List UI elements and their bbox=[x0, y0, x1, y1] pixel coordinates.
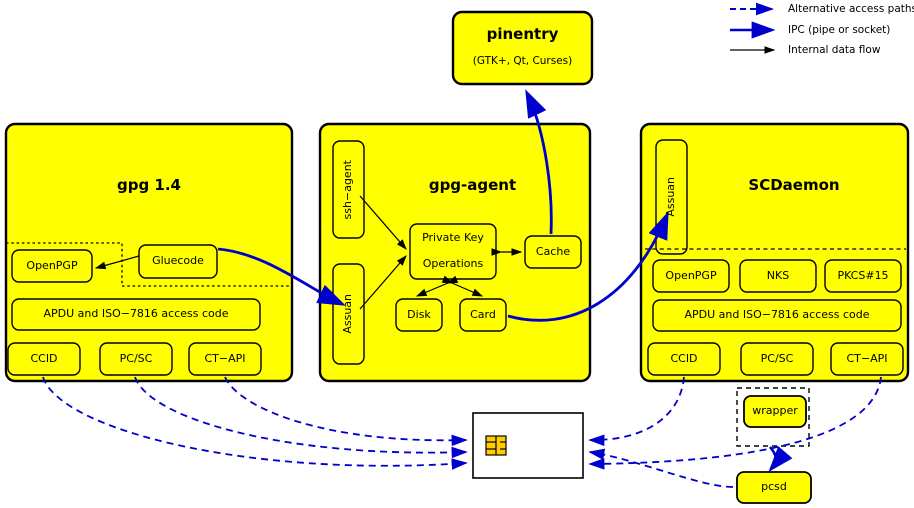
gpgagent-private-key-operations-box[interactable] bbox=[409, 223, 497, 280]
smartcard[interactable] bbox=[472, 412, 584, 479]
wrapper-box[interactable] bbox=[743, 395, 807, 428]
card-to-scdaemon-assuan-ipc bbox=[507, 211, 669, 322]
scdaemon-openpgp-box[interactable] bbox=[652, 259, 730, 293]
legend bbox=[730, 2, 776, 54]
scdaemon-ctapi-to-card-dashed bbox=[588, 376, 882, 470]
gpgagent-ssh-agent-box[interactable] bbox=[332, 140, 365, 239]
scdaemon-pkcs15-box[interactable] bbox=[824, 259, 902, 293]
gpgagent-disk-box[interactable] bbox=[395, 298, 443, 332]
gpg-pcsc-box[interactable] bbox=[99, 342, 173, 376]
scdaemon-ccid-to-card-dashed bbox=[588, 376, 685, 447]
gpg-openpgp-box[interactable] bbox=[11, 249, 93, 283]
gpg-ccid-box[interactable] bbox=[7, 342, 81, 376]
scdaemon-ccid-box[interactable] bbox=[647, 342, 721, 376]
pcsd-to-card-dashed bbox=[588, 448, 734, 488]
gpg-gluecode-box[interactable] bbox=[138, 244, 218, 279]
legend-label-internal-data-flow: Internal data flow bbox=[788, 44, 881, 56]
gpg-ctapi-box[interactable] bbox=[188, 342, 262, 376]
gpg-ccid-to-card-dashed bbox=[42, 376, 468, 470]
ssh-agent-to-private-key-arrow bbox=[359, 195, 407, 250]
pinentry-box[interactable] bbox=[451, 10, 594, 86]
gpgagent-cache-box[interactable] bbox=[524, 235, 582, 269]
scdaemon-ctapi-box[interactable] bbox=[830, 342, 904, 376]
wrapper-to-pcsd-ipc-arrow bbox=[768, 446, 793, 472]
gpg-apdu-box[interactable] bbox=[11, 298, 261, 331]
gpgagent-card-box[interactable] bbox=[459, 298, 507, 332]
scdaemon-nks-box[interactable] bbox=[739, 259, 817, 293]
gpg-gluecode-to-openpgp-arrow bbox=[94, 255, 140, 270]
scdaemon-pcsc-box[interactable] bbox=[740, 342, 814, 376]
pcsd-box[interactable] bbox=[736, 471, 812, 504]
gpgagent-assuan-box[interactable] bbox=[332, 263, 365, 365]
cache-to-pinentry-ipc bbox=[525, 89, 553, 235]
smartcard-chip-icon bbox=[485, 435, 507, 456]
scdaemon-apdu-box[interactable] bbox=[652, 299, 902, 332]
gpg-ctapi-to-card-dashed bbox=[224, 376, 468, 447]
legend-label-alternative-access-paths: Alternative access paths bbox=[788, 3, 914, 15]
scdaemon-assuan-box[interactable] bbox=[655, 139, 688, 255]
alternative-access-paths bbox=[42, 376, 882, 488]
assuan-to-private-key-arrow bbox=[359, 255, 407, 310]
wrapper-dashed-region bbox=[736, 387, 810, 447]
gpg-dotted-partition bbox=[6, 242, 292, 287]
legend-label-ipc: IPC (pipe or socket) bbox=[788, 24, 891, 36]
private-key-to-card-arrow bbox=[441, 275, 484, 297]
gluecode-to-gpgagent-assuan-ipc bbox=[217, 247, 346, 306]
gpg-pcsc-to-card-dashed bbox=[134, 376, 468, 459]
